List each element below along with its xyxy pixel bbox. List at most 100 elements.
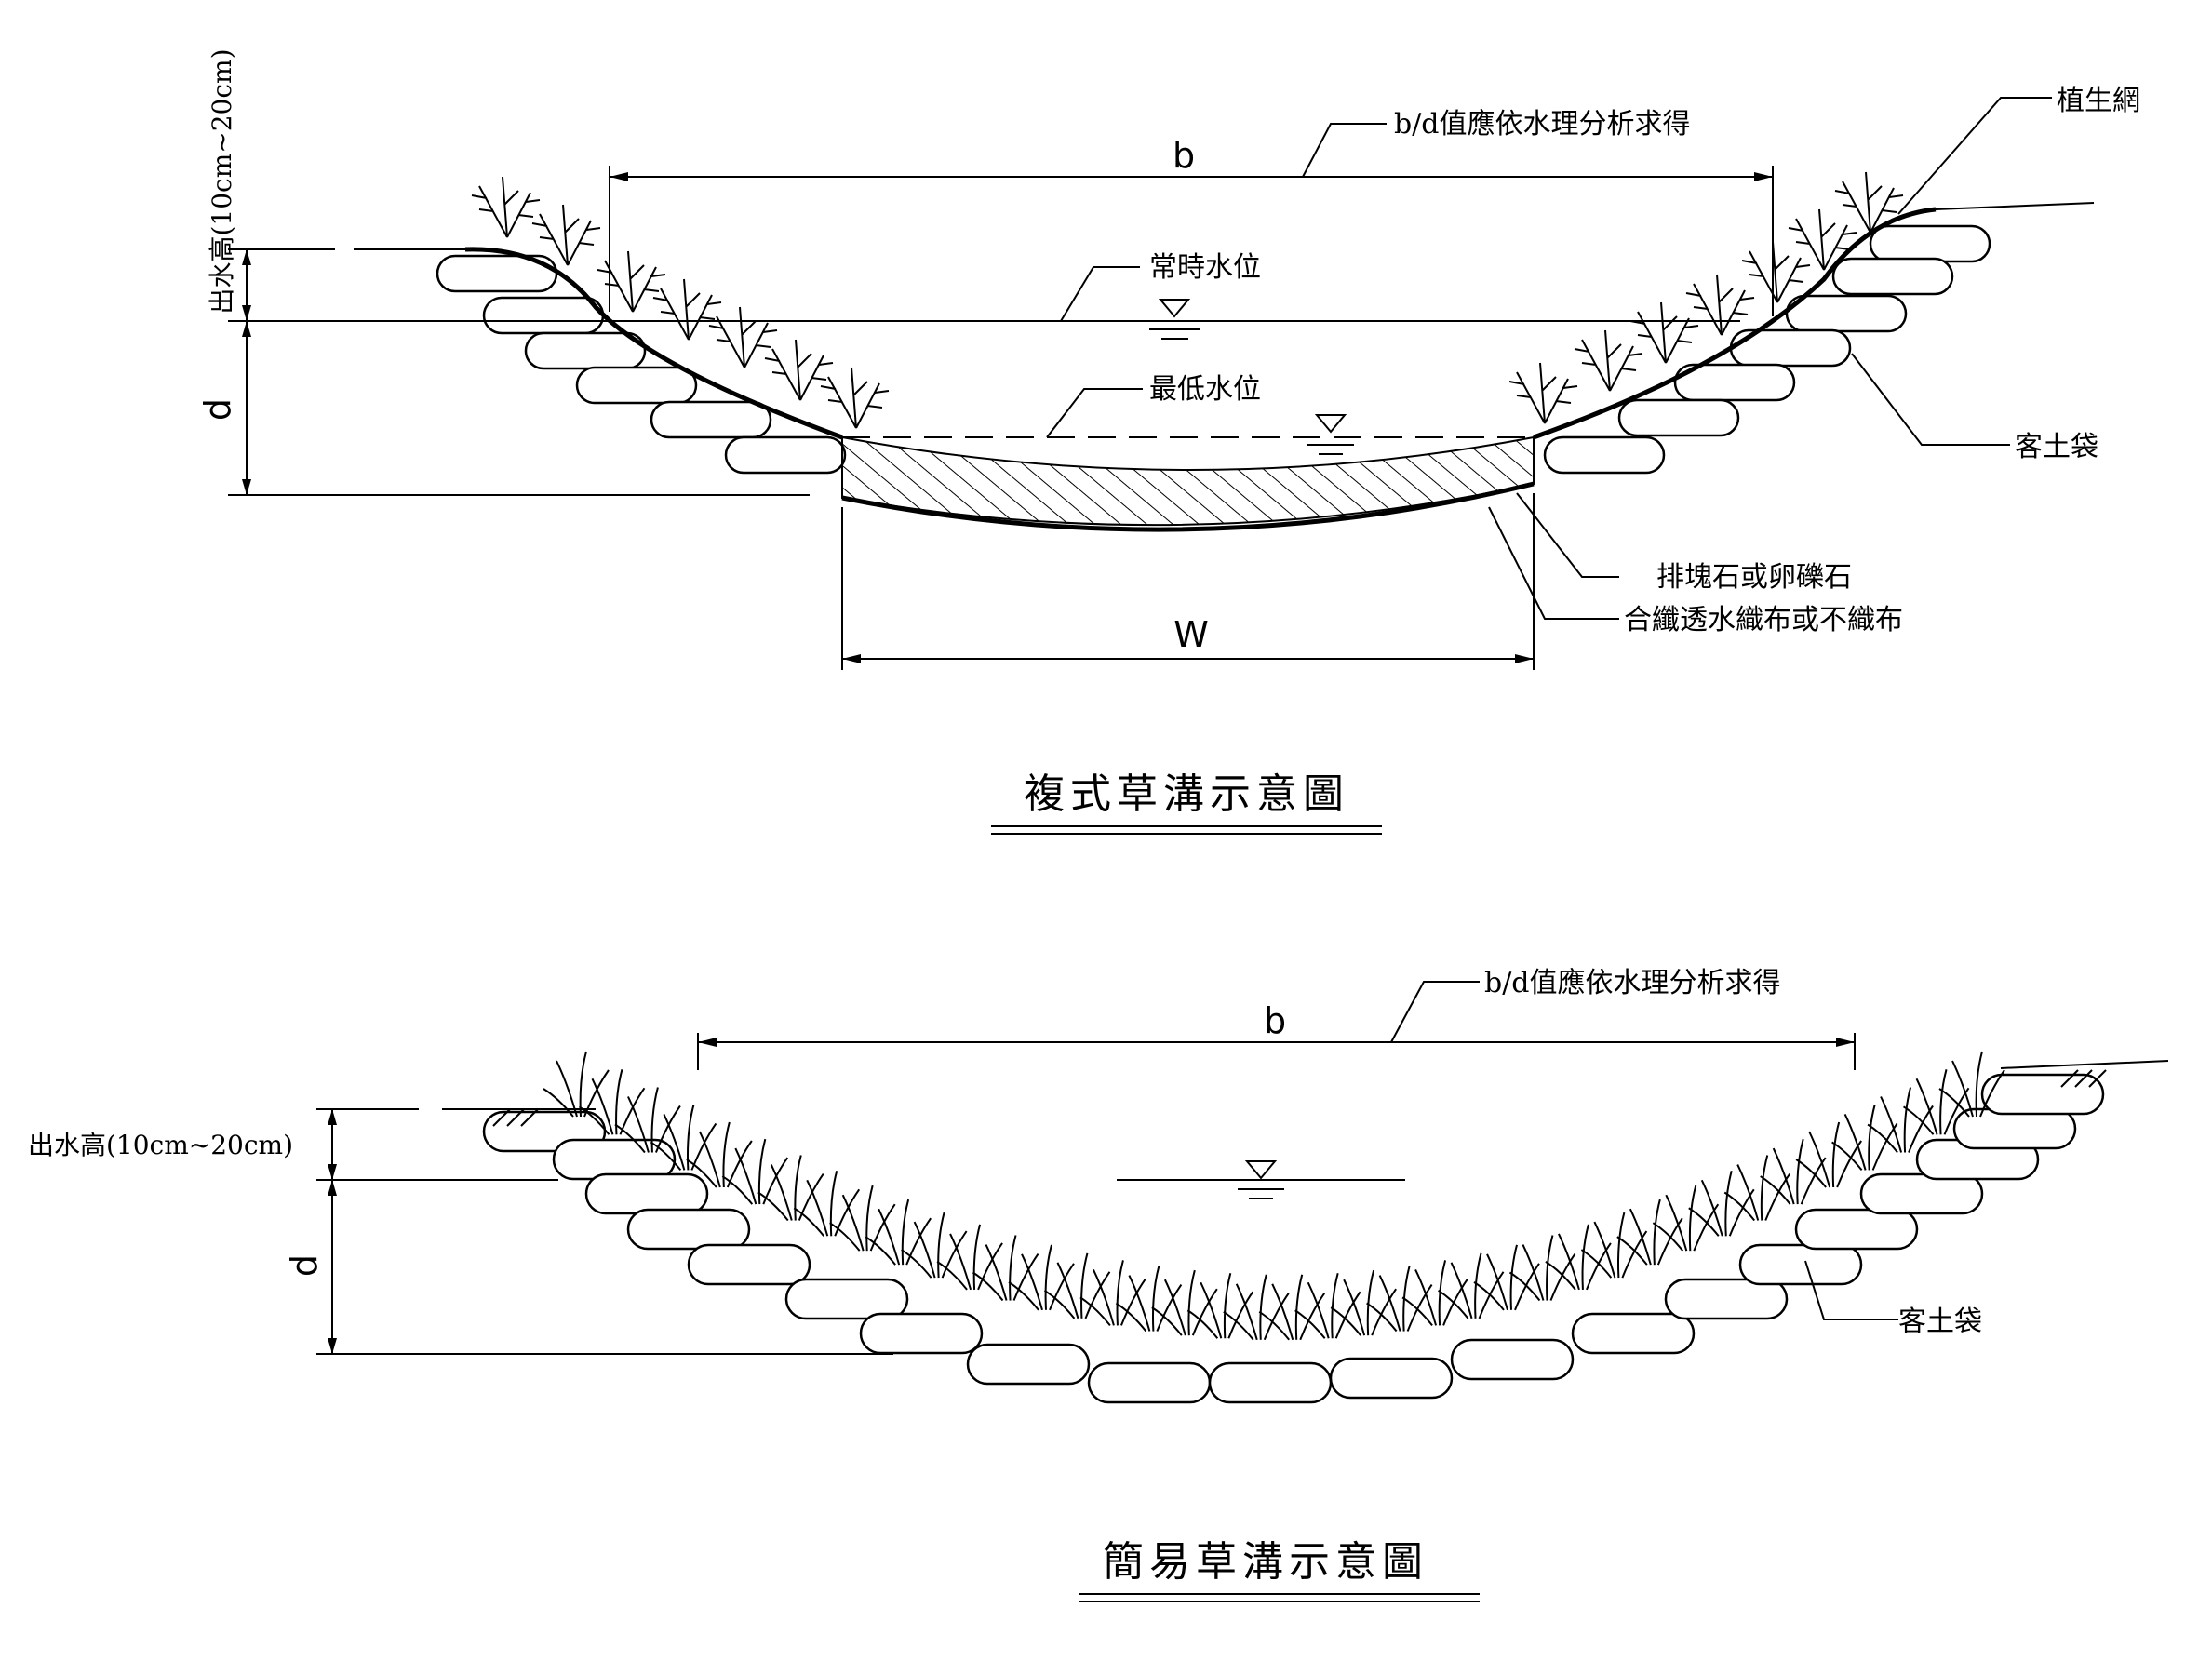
grass-tuft [901,1212,968,1279]
grass-tuft [1366,1266,1433,1333]
grass-tuft [936,1224,1003,1291]
soil-bag [1664,1278,1789,1320]
soil-bag [1673,363,1796,402]
shrub [1629,301,1699,364]
soil-bag [1329,1357,1454,1400]
grass-tuft [1938,1051,2005,1118]
soil-bag [1087,1361,1212,1404]
grass-tuft [1330,1269,1397,1336]
soil-bag [724,435,847,475]
shrub [531,204,601,266]
grass-tuft [1760,1138,1827,1205]
simple-soil-bag-label: 客土袋 [1898,1306,1982,1338]
grass-tuft [865,1199,932,1266]
shrub [1834,171,1904,234]
shrub [1788,208,1857,271]
normal-water-level-label: 常時水位 [1149,251,1261,284]
grass-tuft [1903,1069,1970,1135]
grass-tuft [757,1155,824,1222]
soil-bag [1794,1208,1919,1251]
shrub [764,339,834,401]
grass-tuft [1508,1235,1576,1302]
shrub [820,367,890,429]
grass-tuft [1258,1274,1326,1341]
simple-b-label: b [1264,1000,1286,1041]
simple-title: 簡易草溝示意圖 [1103,1538,1428,1586]
soil-bag [1859,1172,1984,1215]
shrub [708,306,778,368]
grass-tuft [1186,1272,1254,1339]
simple-bd-note: b/d值應依水理分析求得 [1484,967,1781,999]
soil-bag [687,1243,811,1286]
grass-tuft [1795,1121,1862,1188]
grass-tuft [686,1121,753,1188]
soil-bag-label: 客土袋 [2015,431,2098,463]
vegetation-net-right [1533,207,1937,440]
grass-tuft [1115,1266,1183,1333]
soil-bag [575,366,698,405]
soil-bag [1208,1361,1333,1404]
vegetation-net-label: 植生網 [2057,85,2140,117]
grass-tuft [578,1069,646,1135]
soil-bags-right [1543,224,1991,475]
grass-tuft [1223,1274,1290,1341]
soil-bag [1738,1243,1863,1286]
soil-bag [650,400,772,439]
riprap-bed [841,435,1535,527]
grass-tuft [1831,1105,1898,1172]
shrub [1741,241,1811,303]
riprap-label: 排塊石或卵礫石 [1656,561,1852,594]
w-label: W [1173,614,1209,655]
soil-bag [1617,398,1740,437]
grass-tuft [1545,1224,1612,1291]
compound-swale-diagram: b b/d值應依水理分析求得 常時水位 最低水位 d 出水高(10cm~20cm… [197,48,2140,835]
soil-bag [1543,435,1666,475]
soil-bag [584,1172,709,1215]
b-label: b [1173,135,1195,176]
grass-tuft [1151,1269,1218,1336]
shrub [1574,329,1643,392]
grass-tuft [1867,1087,1934,1154]
soil-bag [1785,294,1908,333]
simple-soil-bags [482,1073,2105,1404]
soil-bag [859,1312,984,1355]
simple-swale-diagram: b b/d值應依水理分析求得 出水高(10cm~20cm) d 客土袋 簡易草溝… [28,967,2169,1602]
grass-tuft [543,1051,610,1118]
soil-bag [1571,1312,1696,1355]
grass-tuft [972,1235,1039,1302]
grass-tuft [829,1185,896,1252]
freeboard-label: 出水高(10cm~20cm) [207,48,237,314]
grass-tuft [614,1087,681,1154]
grass-tuft [1652,1185,1720,1252]
grass-tuft [1294,1272,1361,1339]
grass-tuft [1616,1199,1683,1266]
soil-bag [1869,224,1991,263]
grass-tuft [1008,1244,1075,1311]
soil-bag [1980,1073,2105,1116]
soil-bag [966,1343,1091,1386]
grass-tuft [1473,1244,1540,1311]
soil-bag [482,296,605,335]
shrub [1685,274,1755,336]
grass-tuft [1401,1260,1468,1327]
grass-tuft [721,1138,789,1205]
soil-bag [1450,1338,1575,1381]
soil-bag [626,1208,751,1251]
soil-bag [784,1278,909,1320]
simple-d-label: d [284,1254,325,1277]
soil-bag [1831,257,1954,296]
grass-tuft [1043,1252,1111,1319]
grass-tuft [650,1105,717,1172]
shrubs [471,171,1904,429]
grass-tuft [793,1171,861,1237]
simple-grass [543,1051,2005,1341]
shrub [652,278,722,341]
soil-bags-left [436,254,847,475]
shrub [471,176,541,238]
grass-tuft [1580,1212,1648,1279]
simple-freeboard-label: 出水高(10cm~20cm) [28,1130,293,1160]
grass-tuft [1079,1260,1146,1327]
grass-tuft [1438,1252,1505,1319]
grass-tuft [1688,1171,1755,1237]
